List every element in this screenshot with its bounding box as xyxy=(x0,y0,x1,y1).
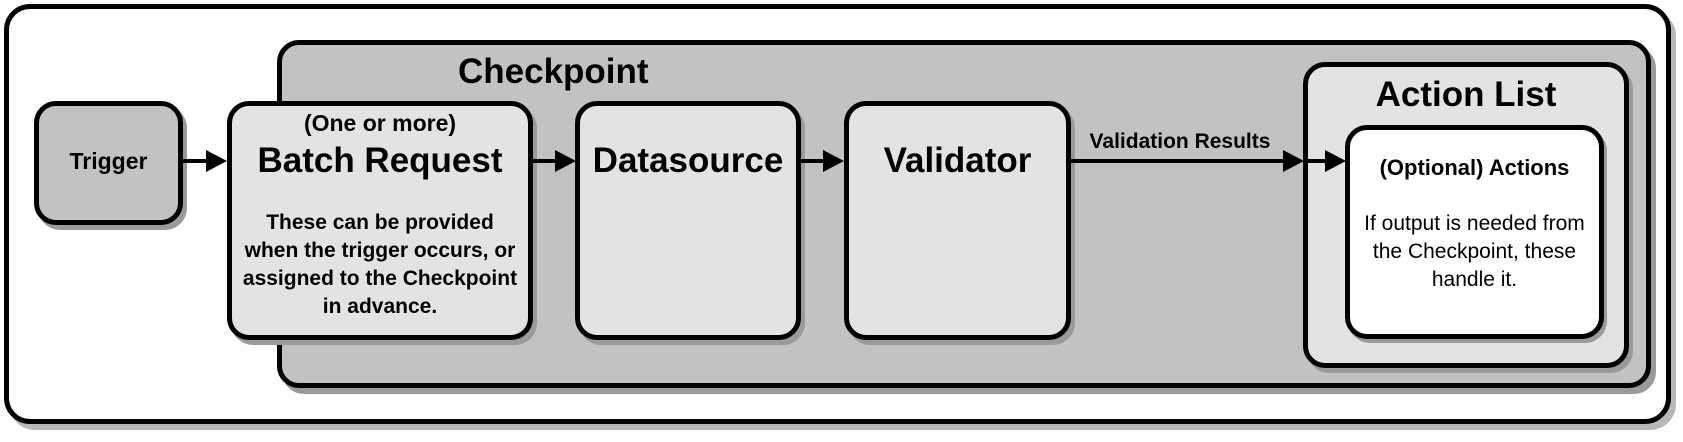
trigger-box xyxy=(34,101,183,225)
batch-request-title: Batch Request xyxy=(257,141,503,180)
datasource-box xyxy=(575,101,801,340)
actions-description: If output is needed from the Checkpoint,… xyxy=(1364,212,1585,291)
batch-request-description: These can be provided when the trigger o… xyxy=(242,211,518,318)
checkpoint-title: Checkpoint xyxy=(458,52,649,91)
batch-request-box xyxy=(227,101,533,340)
actions-box xyxy=(1345,125,1604,339)
actions-title: (Optional) Actions xyxy=(1379,155,1570,180)
trigger-label: Trigger xyxy=(69,148,148,174)
validator-title: Validator xyxy=(883,141,1032,180)
validator-box xyxy=(844,101,1071,340)
validation-results-label: Validation Results xyxy=(1089,130,1271,153)
batch-request-qualifier: (One or more) xyxy=(303,110,457,136)
action-list-title: Action List xyxy=(1375,75,1557,114)
datasource-title: Datasource xyxy=(592,141,784,180)
